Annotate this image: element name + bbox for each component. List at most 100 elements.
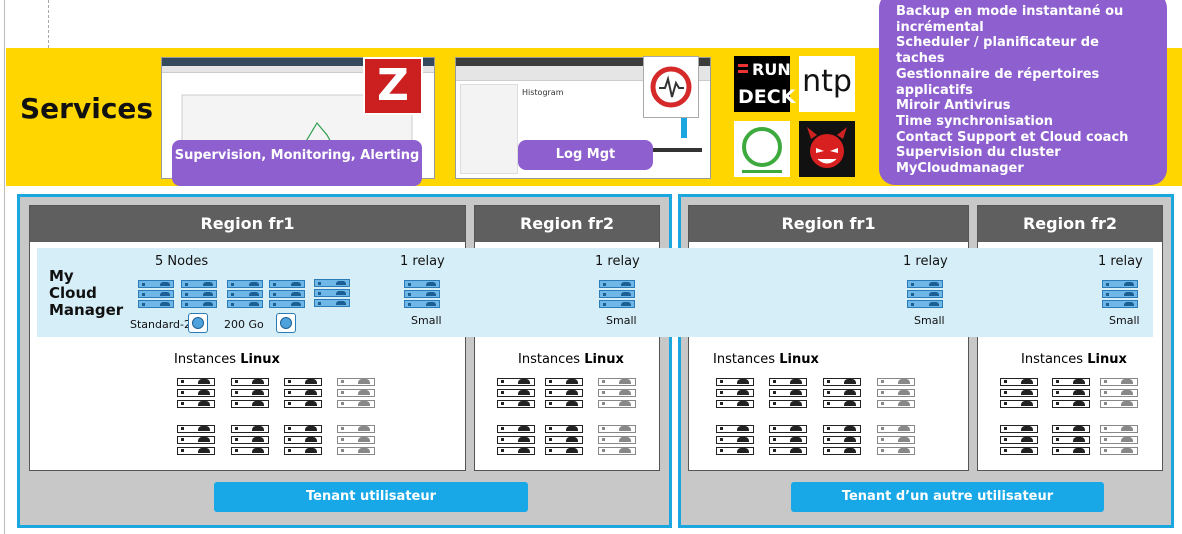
linux-instance-icon: [231, 447, 269, 455]
linux-instance-icon: [769, 436, 807, 444]
relay-server-icon: [404, 300, 440, 308]
services-list-line: incrémental: [896, 19, 984, 35]
linux-instance-icon: [497, 436, 535, 444]
ntp-logo: ntp: [799, 56, 855, 112]
linux-instance-icon: [769, 378, 807, 386]
relay-server-icon: [599, 300, 635, 308]
dashed-guide-line: [48, 0, 49, 48]
linux-instance-icon: [1100, 447, 1138, 455]
node-server-icon: [269, 290, 305, 298]
node-server-icon: [181, 280, 217, 288]
linux-instance-icon: [177, 447, 215, 455]
linux-instance-icon: [877, 436, 915, 444]
instances-linux-label: Instances Linux: [1021, 352, 1127, 367]
small-label: Small: [1109, 314, 1140, 327]
linux-instance-icon: [284, 378, 322, 386]
instances-linux-label: Instances Linux: [174, 352, 280, 367]
region-header: Region fr2: [978, 206, 1162, 242]
relay-label: 1 relay: [595, 254, 640, 269]
linux-instance-icon: [716, 436, 754, 444]
relay-server-icon: [1102, 290, 1138, 298]
linux-instance-icon: [177, 425, 215, 433]
linux-instance-icon: [598, 447, 636, 455]
linux-instance-icon: [598, 436, 636, 444]
linux-instance-icon: [1000, 389, 1038, 397]
rundeck-word-run: RUN: [752, 60, 791, 79]
linux-instance-icon: [497, 447, 535, 455]
services-list-line: Time synchronisation: [896, 113, 1054, 129]
disk-icon: [188, 313, 208, 333]
relay-server-icon: [1102, 280, 1138, 288]
linux-instance-icon: [877, 389, 915, 397]
relay-server-icon: [907, 300, 943, 308]
standard-label: Standard-2: [130, 318, 192, 331]
tenant-user-button[interactable]: Tenant utilisateur: [214, 482, 528, 512]
linux-instance-icon: [231, 400, 269, 408]
node-server-icon: [269, 280, 305, 288]
mcm-title-line: My: [49, 267, 74, 285]
node-server-icon: [181, 300, 217, 308]
linux-instance-icon: [877, 447, 915, 455]
node-server-icon: [314, 289, 350, 297]
linux-instance-icon: [545, 436, 583, 444]
linux-instance-icon: [1100, 425, 1138, 433]
node-server-icon: [227, 300, 263, 308]
linux-instance-icon: [716, 425, 754, 433]
node-server-icon: [138, 300, 174, 308]
linux-instance-icon: [284, 400, 322, 408]
linux-instance-icon: [823, 447, 861, 455]
storage-label: 200 Go: [224, 318, 264, 331]
relay-label: 1 relay: [400, 254, 445, 269]
linux-instance-icon: [1100, 436, 1138, 444]
linux-instance-icon: [231, 378, 269, 386]
linux-instance-icon: [823, 389, 861, 397]
linux-instance-icon: [769, 389, 807, 397]
linux-instance-icon: [545, 400, 583, 408]
node-server-icon: [181, 290, 217, 298]
relay-server-icon: [907, 280, 943, 288]
linux-instance-icon: [337, 400, 375, 408]
linux-instance-icon: [284, 447, 322, 455]
linux-instance-icon: [231, 425, 269, 433]
tenant-other-user-button[interactable]: Tenant d’un autre utilisateur: [791, 482, 1104, 512]
linux-instance-icon: [877, 378, 915, 386]
region-header: Region fr1: [689, 206, 968, 242]
linux-instance-icon: [337, 378, 375, 386]
linux-instance-icon: [716, 400, 754, 408]
rundeck-stripe-icon: [738, 70, 748, 73]
services-list-line: taches: [896, 51, 945, 67]
linux-instance-icon: [545, 425, 583, 433]
linux-instance-icon: [545, 389, 583, 397]
zabbix-caption: Supervision, Monitoring, Alerting: [172, 140, 422, 186]
relay-server-icon: [1102, 300, 1138, 308]
linux-instance-icon: [823, 378, 861, 386]
services-list-line: Gestionnaire de répertoires: [896, 66, 1100, 82]
relay-server-icon: [907, 290, 943, 298]
rundeck-stripe-icon: [738, 64, 748, 67]
linux-instance-icon: [1000, 425, 1038, 433]
mcm-title-line: Manager: [49, 301, 124, 319]
linux-instance-icon: [598, 378, 636, 386]
linux-instance-icon: [716, 447, 754, 455]
linux-instance-icon: [284, 389, 322, 397]
linux-instance-icon: [231, 436, 269, 444]
linux-instance-icon: [177, 400, 215, 408]
small-label: Small: [914, 314, 945, 327]
linux-instance-icon: [769, 425, 807, 433]
linux-instance-icon: [1052, 378, 1090, 386]
instances-linux-label: Instances Linux: [713, 352, 819, 367]
linux-instance-icon: [598, 425, 636, 433]
linux-instance-icon: [1000, 436, 1038, 444]
relay-server-icon: [404, 290, 440, 298]
linux-instance-icon: [823, 400, 861, 408]
small-label: Small: [606, 314, 637, 327]
services-list-line: applicatifs: [896, 82, 973, 98]
linux-instance-icon: [337, 389, 375, 397]
linux-instance-icon: [823, 425, 861, 433]
node-server-icon: [314, 299, 350, 307]
rundeck-logo: RUN DECK: [734, 56, 795, 112]
linux-instance-icon: [284, 436, 322, 444]
graylog-logo-icon: [643, 56, 699, 118]
linux-instance-icon: [1000, 400, 1038, 408]
node-server-icon: [138, 280, 174, 288]
